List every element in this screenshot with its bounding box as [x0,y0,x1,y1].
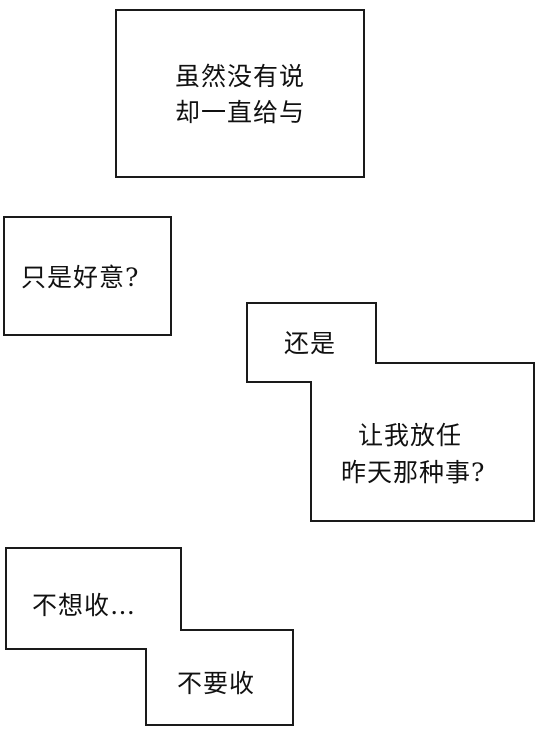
caption-3-line-2: 让我放任 [358,421,463,450]
caption-3-line-3: 昨天那种事? [341,458,486,487]
caption-box-1: 虽然没有说 却一直给与 [115,9,365,178]
caption-3-line-1: 还是 [284,329,337,358]
caption-1-line-2: 却一直给与 [174,98,305,127]
caption-1-text-block: 虽然没有说 却一直给与 [117,59,363,131]
caption-1-line-1: 虽然没有说 [174,62,305,91]
caption-2-text: 只是好意? [21,263,140,292]
caption-box-2: 只是好意? [3,216,172,336]
caption-4-line-2: 不要收 [177,669,256,698]
caption-4-line-1: 不想收… [32,591,137,620]
